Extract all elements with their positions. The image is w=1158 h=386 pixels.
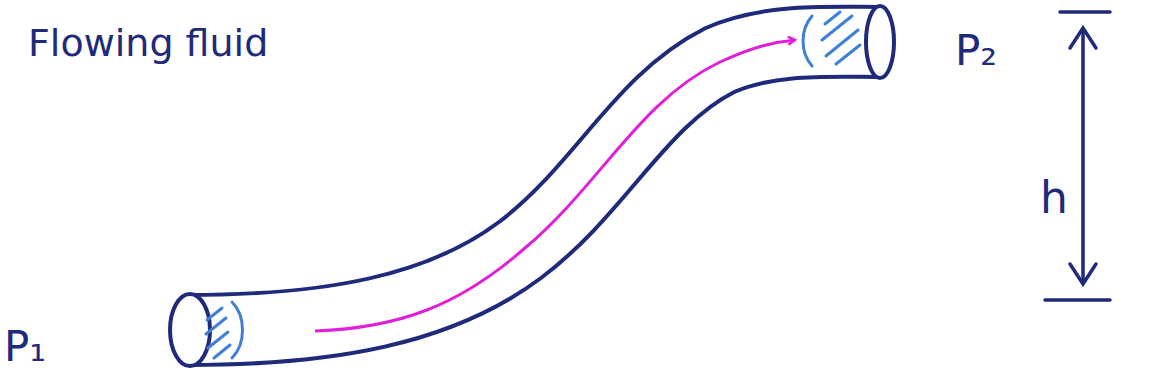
height-label: h bbox=[1040, 176, 1068, 220]
tube-interior bbox=[186, 42, 884, 330]
tube-wall bbox=[190, 42, 880, 330]
height-dimension bbox=[1045, 12, 1110, 300]
fluid-parcel-outlet bbox=[803, 12, 860, 66]
tube-outlet bbox=[866, 6, 894, 78]
title-note: Flowing fluid bbox=[28, 24, 268, 62]
pressure-label: P₂ bbox=[955, 30, 997, 72]
tube-inlet bbox=[170, 294, 210, 366]
streamline-arrow bbox=[315, 40, 795, 331]
pressure-label: P₁ bbox=[4, 326, 46, 368]
fluid-parcel-inlet bbox=[206, 302, 243, 358]
